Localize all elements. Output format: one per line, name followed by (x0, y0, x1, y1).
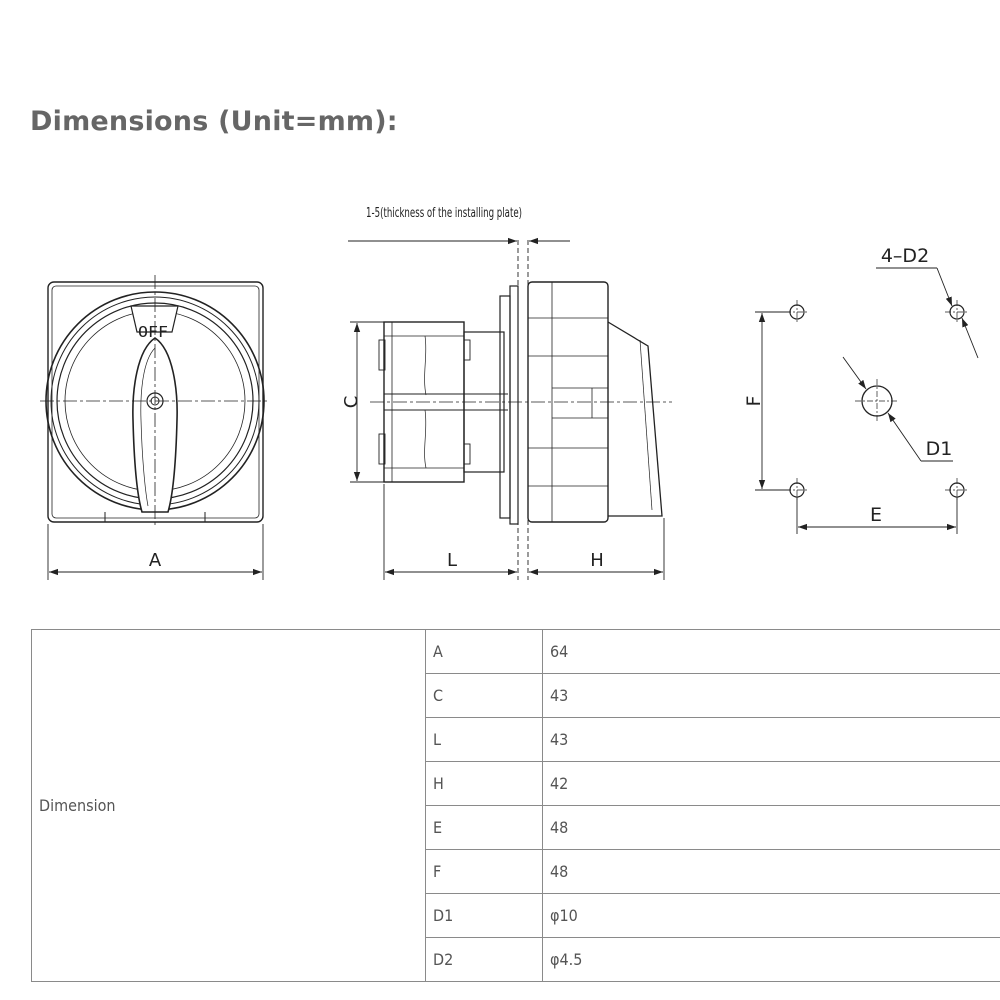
param-name: E (433, 818, 443, 837)
off-label: OFF (138, 323, 168, 341)
dimension-table: Dimension A 64 C 43 L 43 H 42 E 48 F 48 … (31, 629, 1000, 982)
center-hole-label: D1 (926, 438, 953, 460)
param-name: D1 (433, 906, 454, 925)
table-row: D1 φ10 (32, 893, 1000, 938)
value-cell: 48 (542, 849, 1000, 894)
corner-holes-label: 4–D2 (881, 245, 929, 267)
value-cell: 42 (542, 761, 1000, 806)
value-cell: φ4.5 (542, 937, 1000, 982)
value-cell: 48 (542, 805, 1000, 850)
dim-c-label: C (341, 396, 362, 409)
param-cell: D1 (425, 893, 543, 938)
value-cell: 43 (542, 673, 1000, 718)
dim-f-label: F (743, 396, 765, 407)
table-row: L 43 (32, 717, 1000, 762)
table-row: E 48 (32, 805, 1000, 850)
param-value: 48 (550, 862, 569, 881)
param-cell: F (425, 849, 543, 894)
dim-h-label: H (590, 550, 604, 571)
dim-l-label: L (447, 550, 457, 571)
table-row: C 43 (32, 673, 1000, 718)
param-name: H (433, 774, 444, 793)
table-row: Dimension A 64 (31, 629, 1000, 982)
value-cell: 64 (542, 629, 1000, 674)
side-view (348, 237, 672, 580)
param-name: F (433, 862, 442, 881)
value-cell: φ10 (542, 893, 1000, 938)
param-value: 64 (550, 642, 569, 661)
hole-pattern (755, 267, 979, 534)
dim-a-label: A (149, 550, 162, 571)
param-cell: A (425, 629, 543, 674)
param-name: A (433, 642, 443, 661)
param-value: 43 (550, 730, 569, 749)
param-name: C (433, 686, 444, 705)
group-label: Dimension (39, 796, 116, 815)
param-cell: H (425, 761, 543, 806)
param-value: φ10 (550, 906, 578, 925)
param-cell: C (425, 673, 543, 718)
param-cell: E (425, 805, 543, 850)
param-value: φ4.5 (550, 950, 583, 969)
param-value: 43 (550, 686, 569, 705)
table-row: D2 φ4.5 (32, 937, 1000, 982)
dim-e-label: E (870, 504, 882, 526)
param-value: 42 (550, 774, 569, 793)
front-view (40, 275, 270, 580)
dimension-drawing: OFF A (40, 206, 979, 580)
param-value: 48 (550, 818, 569, 837)
page-title: Dimensions (Unit=mm): (30, 106, 398, 137)
param-name: D2 (433, 950, 454, 969)
param-name: L (433, 730, 442, 749)
plate-thickness-note: 1-5(thickness of the installing plate) (366, 206, 522, 221)
param-cell: D2 (425, 937, 543, 982)
value-cell: 43 (542, 717, 1000, 762)
param-cell: L (425, 717, 543, 762)
group-label-cell: Dimension (31, 629, 426, 982)
